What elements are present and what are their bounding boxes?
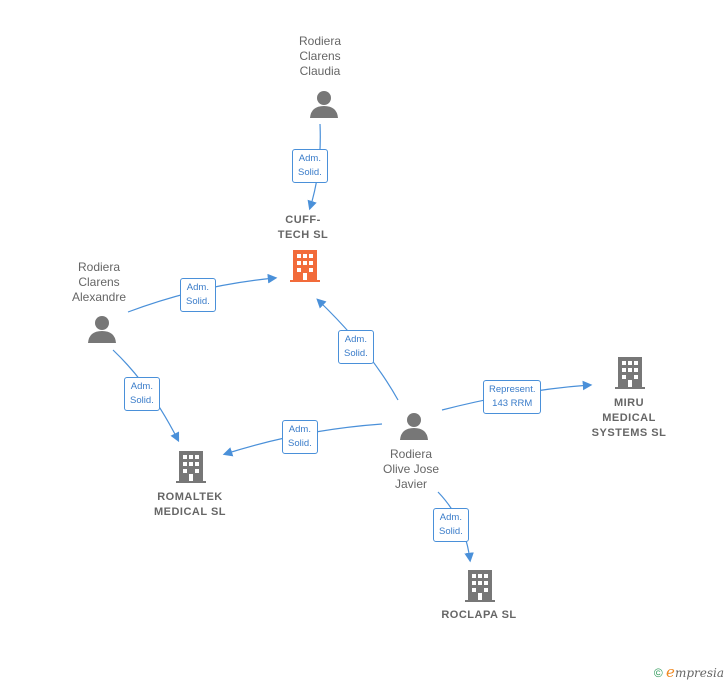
person-name-claudia[interactable]: Rodiera Clarens Claudia xyxy=(298,34,342,78)
building-icon[interactable] xyxy=(464,569,496,603)
empresia-logo[interactable]: © empresia xyxy=(654,663,724,681)
relation-label: Adm. Solid. xyxy=(433,508,469,542)
relation-label: Adm. Solid. xyxy=(124,377,160,411)
building-icon[interactable] xyxy=(289,249,321,283)
brand-rest: mpresia xyxy=(674,666,724,680)
person-name-javier[interactable]: Rodiera Olive Jose Javier xyxy=(382,447,440,491)
building-icon[interactable] xyxy=(175,450,207,484)
company-name-romaltek[interactable]: ROMALTEK MEDICAL SL xyxy=(153,491,227,518)
brand-e: e xyxy=(666,663,675,681)
person-name-alexandre[interactable]: Rodiera Clarens Alexandre xyxy=(71,260,127,304)
relation-label: Adm. Solid. xyxy=(338,330,374,364)
company-name-cuff-tech[interactable]: CUFF- TECH SL xyxy=(277,214,329,241)
relation-label: Adm. Solid. xyxy=(180,278,216,312)
person-icon[interactable] xyxy=(399,411,429,441)
copyright-symbol: © xyxy=(653,666,663,680)
company-name-roclapa[interactable]: ROCLAPA SL xyxy=(441,609,517,621)
relation-label: Adm. Solid. xyxy=(282,420,318,454)
company-name-miru[interactable]: MIRU MEDICAL SYSTEMS SL xyxy=(591,397,667,439)
person-icon[interactable] xyxy=(309,89,339,119)
building-icon[interactable] xyxy=(614,356,646,390)
relation-label: Represent. 143 RRM xyxy=(483,380,542,414)
person-icon[interactable] xyxy=(87,314,117,344)
relation-label: Adm. Solid. xyxy=(292,149,328,183)
